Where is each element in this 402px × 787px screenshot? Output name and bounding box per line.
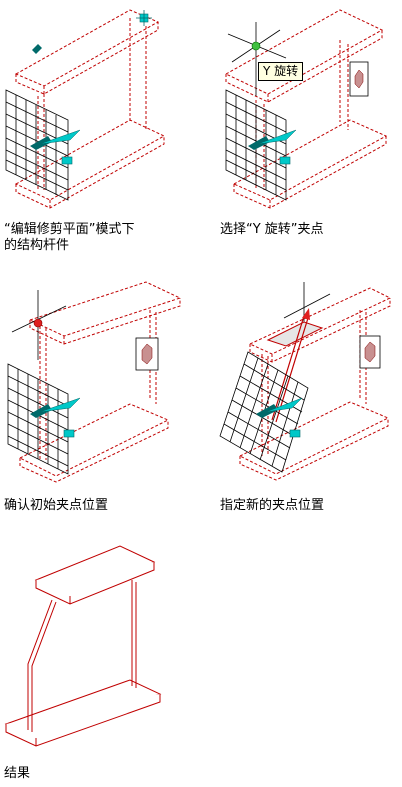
- grip-square-icon[interactable]: [30, 136, 52, 150]
- panel-edit-trim-plane-mode: “编辑修剪平面”模式下 的结构杆件: [0, 0, 200, 260]
- caption-select-y-rotation-grip: 选择“Y 旋转”夹点: [220, 222, 324, 237]
- flange-section-icon: [359, 335, 381, 369]
- grip-square-icon[interactable]: [63, 429, 75, 438]
- panel-specify-new-grip: 指定新的夹点位置: [210, 280, 402, 520]
- rotation-grip-icon[interactable]: [251, 41, 261, 51]
- rotation-grip-icon[interactable]: [39, 397, 81, 413]
- grip-square-icon[interactable]: [256, 404, 278, 418]
- panel-select-y-rotation-grip: Y 旋转 选择“Y 旋转”夹点: [210, 0, 402, 260]
- caption-confirm-initial-grip: 确认初始夹点位置: [4, 498, 109, 513]
- plane-grid-icon: [219, 351, 309, 473]
- flange-section-icon: [349, 61, 369, 97]
- rotation-grip-icon[interactable]: [39, 129, 81, 145]
- panel-confirm-initial-grip: 确认初始夹点位置: [0, 280, 200, 520]
- grip-square-icon[interactable]: [30, 404, 52, 418]
- y-rotation-tooltip: Y 旋转: [258, 62, 304, 81]
- beam-diagram-4: [219, 282, 392, 481]
- rotation-grip-icon[interactable]: [302, 308, 310, 320]
- crosshair-icon: [227, 22, 287, 96]
- grip-square-icon[interactable]: [32, 44, 42, 54]
- rotation-grip-icon[interactable]: [136, 10, 152, 26]
- grip-square-icon[interactable]: [289, 429, 301, 438]
- beam-diagram-3: [7, 281, 182, 483]
- rotation-grip-icon[interactable]: [257, 129, 297, 145]
- flange-section-icon: [135, 337, 159, 371]
- caption-result: 结果: [4, 766, 31, 781]
- caption-specify-new-grip: 指定新的夹点位置: [220, 498, 325, 513]
- grip-square-icon[interactable]: [279, 156, 291, 165]
- beam-diagram-2: [224, 9, 388, 209]
- rotated-trim-plane: [266, 321, 324, 347]
- rotation-grip-icon[interactable]: [33, 318, 43, 328]
- rotation-grip-icon[interactable]: [265, 397, 303, 413]
- beam-diagram-1: [5, 9, 166, 209]
- panel-result: 结果: [0, 540, 200, 787]
- grip-square-icon[interactable]: [61, 156, 73, 165]
- grip-square-icon[interactable]: [248, 136, 270, 150]
- caption-edit-trim-plane-mode: “编辑修剪平面”模式下 的结构杆件: [4, 222, 135, 253]
- plane-grid-icon: [7, 363, 69, 475]
- crosshair-icon: [283, 282, 331, 328]
- beam-result-diagram: [4, 545, 162, 747]
